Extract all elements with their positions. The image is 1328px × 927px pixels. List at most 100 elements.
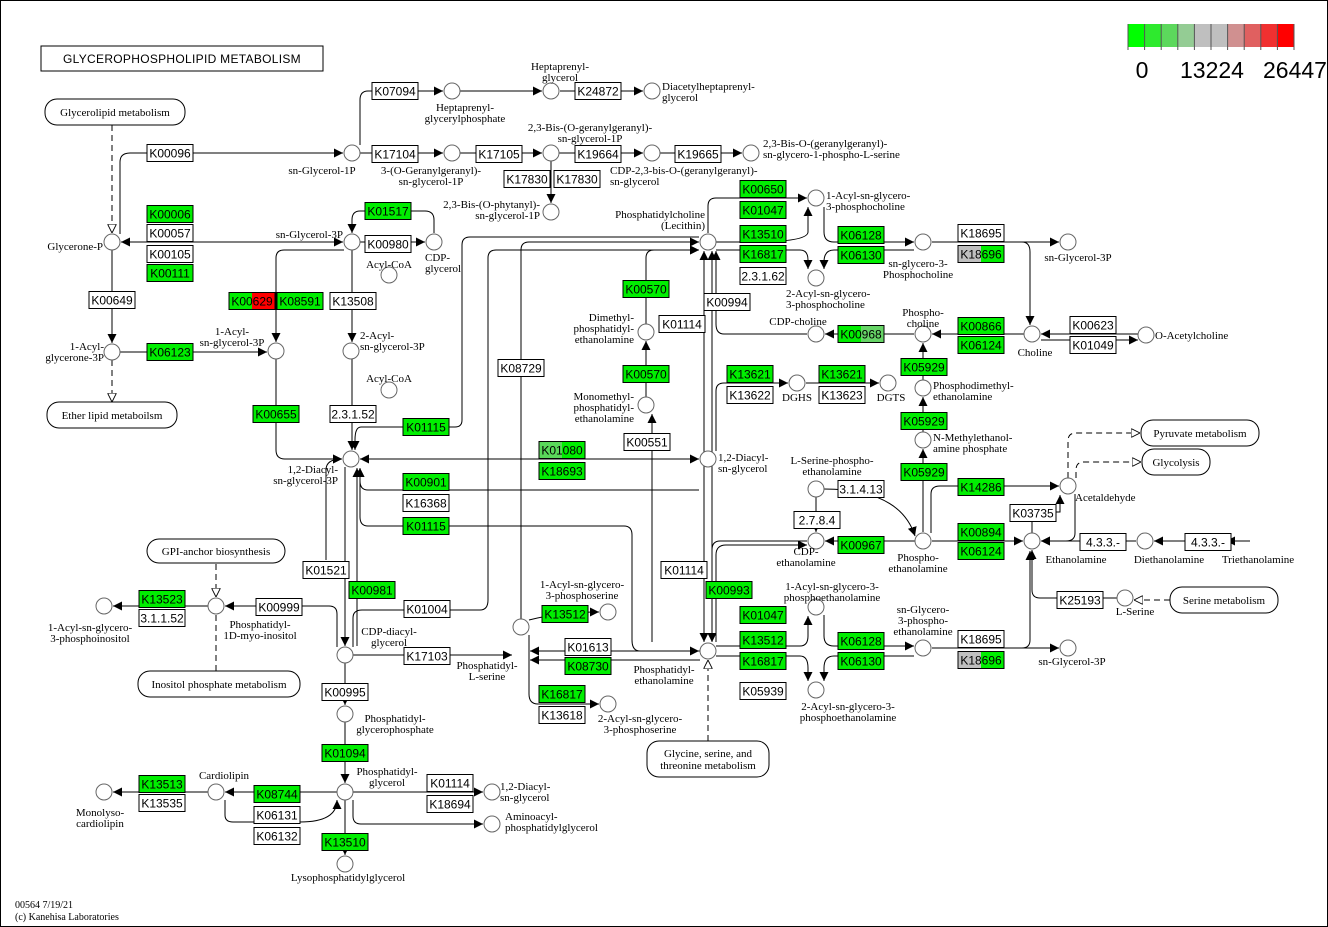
compound-node[interactable] (95, 783, 113, 801)
enzyme-box[interactable]: K00570 (622, 365, 670, 383)
enzyme-box[interactable]: 4.3.3.- (1184, 533, 1232, 551)
compound-node[interactable] (914, 379, 932, 397)
compound[interactable]: Phosphatidyl-glycerophosphate (336, 705, 434, 736)
compound[interactable]: sn-Glycerol-3P (1044, 233, 1112, 264)
compound[interactable]: CDP-2,3-bis-O-(geranylgeranyl)-sn-glycer… (610, 144, 758, 188)
compound[interactable]: Ethanolamine (1023, 532, 1107, 566)
enzyme-box[interactable]: K25193 (1056, 591, 1104, 609)
compound[interactable]: 2,3-Bis-(O-geranylgeranyl)-sn-glycerol-1… (528, 122, 653, 162)
enzyme-box[interactable]: K18696 (957, 651, 1005, 669)
enzyme-box[interactable]: K00650 (739, 180, 787, 198)
compound-node[interactable] (1059, 233, 1077, 251)
pathway-map-link[interactable]: Serine metabolism (1169, 586, 1279, 614)
enzyme-box[interactable]: K00096 (146, 144, 194, 162)
enzyme-box[interactable]: K00995 (321, 683, 369, 701)
compound[interactable]: sn-Glycerol-1P (288, 144, 361, 177)
enzyme-box[interactable]: K00866 (957, 317, 1005, 335)
compound[interactable]: sn-Glycerol-3P (276, 229, 361, 251)
compound[interactable]: 2-Acyl-sn-glycero-3-phosphoserine (598, 695, 683, 736)
enzyme-box[interactable]: K06124 (957, 542, 1005, 560)
compound-node[interactable] (599, 603, 617, 621)
compound-node[interactable] (807, 480, 825, 498)
compound[interactable]: CDP-ethanolamine (776, 532, 836, 569)
compound-node[interactable] (1136, 532, 1154, 550)
enzyme-box[interactable]: K01047 (739, 201, 787, 219)
enzyme-box[interactable]: K13618 (538, 706, 586, 724)
pathway-map-link[interactable]: Pyruvate metabolism (1140, 419, 1260, 447)
pathway-map-link[interactable]: Glycolysis (1141, 448, 1211, 476)
compound[interactable]: CDP-choline (769, 316, 827, 343)
enzyme-box[interactable]: K13621 (818, 365, 866, 383)
compound-node[interactable] (807, 269, 825, 287)
compound[interactable]: 1,2-Diacyl-sn-glycerol (699, 450, 769, 475)
compound[interactable]: 1-Acyl-sn-glycero-3-phosphoinositol (48, 597, 133, 645)
enzyme-box[interactable]: K01114 (426, 774, 474, 792)
enzyme-box[interactable]: K00981 (348, 581, 396, 599)
compound[interactable]: 3-(O-Geranylgeranyl)-sn-glycerol-1P (381, 144, 482, 188)
compound-node[interactable] (343, 144, 361, 162)
enzyme-box[interactable]: K07094 (371, 82, 419, 100)
enzyme-box[interactable]: K01114 (658, 315, 706, 333)
enzyme-box[interactable]: K14286 (957, 478, 1005, 496)
enzyme-box[interactable]: K00901 (402, 473, 450, 491)
compound[interactable]: sn-glycero-3-Phosphocholine (883, 233, 953, 281)
compound-node[interactable] (336, 646, 354, 664)
compound[interactable]: Monomethyl-phosphatidyl-ethanolamine (574, 391, 655, 425)
enzyme-box[interactable]: K18696 (957, 245, 1005, 263)
compound[interactable]: Phosphatidyl-ethanolamine (633, 642, 717, 687)
enzyme-box[interactable]: K16817 (739, 245, 787, 263)
compound-node[interactable] (1059, 639, 1077, 657)
enzyme-box[interactable]: 3.1.4.13 (837, 480, 885, 498)
compound-node[interactable] (914, 532, 932, 550)
enzyme-box[interactable]: K01094 (321, 744, 369, 762)
compound[interactable]: 2-Acyl-sn-glycero-3-phosphoethanolamine (800, 681, 897, 724)
enzyme-box[interactable]: K05939 (739, 682, 787, 700)
compound-node[interactable] (637, 323, 655, 341)
compound[interactable]: Lysophosphatidylglycerol (291, 855, 405, 884)
enzyme-box[interactable]: K00057 (146, 224, 194, 242)
enzyme-box[interactable]: K01613 (564, 638, 612, 656)
compound-node[interactable] (1023, 325, 1041, 343)
compound[interactable]: Dimethyl-phosphatidyl-ethanolamine (574, 312, 655, 346)
compound[interactable]: Phosphatidyl-1D-myo-inositol (207, 597, 297, 642)
compound-node[interactable] (807, 681, 825, 699)
compound[interactable]: Monolyso-cardiolipin (76, 783, 125, 830)
compound[interactable]: Phosphatidyl-L-serine (456, 618, 530, 683)
compound[interactable]: 2,3-Bis-(O-phytanyl)-sn-glycerol-1P (443, 199, 560, 222)
enzyme-box[interactable]: K06130 (837, 652, 885, 670)
enzyme-box[interactable]: K24872 (574, 82, 622, 100)
enzyme-box[interactable]: K05929 (900, 463, 948, 481)
compound[interactable]: 2,3-Bis-O-(geranylgeranyl)-sn-glycero-1-… (742, 138, 900, 162)
enzyme-box[interactable]: K13523 (138, 590, 186, 608)
compound-node[interactable] (207, 783, 225, 801)
enzyme-box[interactable]: K06128 (837, 632, 885, 650)
compound[interactable]: L-Serine (1116, 589, 1155, 618)
enzyme-box[interactable]: K06128 (837, 226, 885, 244)
compound[interactable]: Acyl-CoA (366, 259, 412, 284)
compound-node[interactable] (1023, 532, 1041, 550)
compound-node[interactable] (807, 598, 825, 616)
compound-node[interactable] (1137, 326, 1155, 344)
enzyme-box[interactable]: K13512 (541, 605, 589, 623)
compound[interactable]: CDP-diacyl-glycerol (336, 626, 417, 664)
enzyme-box[interactable]: K13622 (726, 386, 774, 404)
enzyme-box[interactable]: K00993 (705, 581, 753, 599)
compound-node[interactable] (380, 266, 398, 284)
compound-node[interactable] (637, 396, 655, 414)
enzyme-box[interactable]: K01049 (1069, 336, 1117, 354)
enzyme-box[interactable]: K01115 (402, 517, 450, 535)
enzyme-box[interactable]: K00105 (146, 245, 194, 263)
enzyme-box[interactable]: K18694 (426, 795, 474, 813)
enzyme-box[interactable]: K00655 (252, 405, 300, 423)
compound-node[interactable] (103, 233, 121, 251)
compound[interactable]: Phosphodimethyl-ethanolamine (914, 379, 1014, 403)
enzyme-box[interactable]: K05929 (900, 412, 948, 430)
compound[interactable]: sn-Glycero-3-phospho-ethanolamine (893, 604, 953, 657)
compound[interactable]: Diacetylheptaprenyl-glycerol (643, 81, 755, 104)
enzyme-box[interactable]: K00629 (228, 292, 276, 310)
enzyme-box[interactable]: K18693 (538, 462, 586, 480)
compound-node[interactable] (914, 233, 932, 251)
compound[interactable]: L-Serine-phospho-ethanolamine (790, 455, 874, 498)
enzyme-box[interactable]: K01517 (364, 202, 412, 220)
compound-node[interactable] (1116, 589, 1134, 607)
